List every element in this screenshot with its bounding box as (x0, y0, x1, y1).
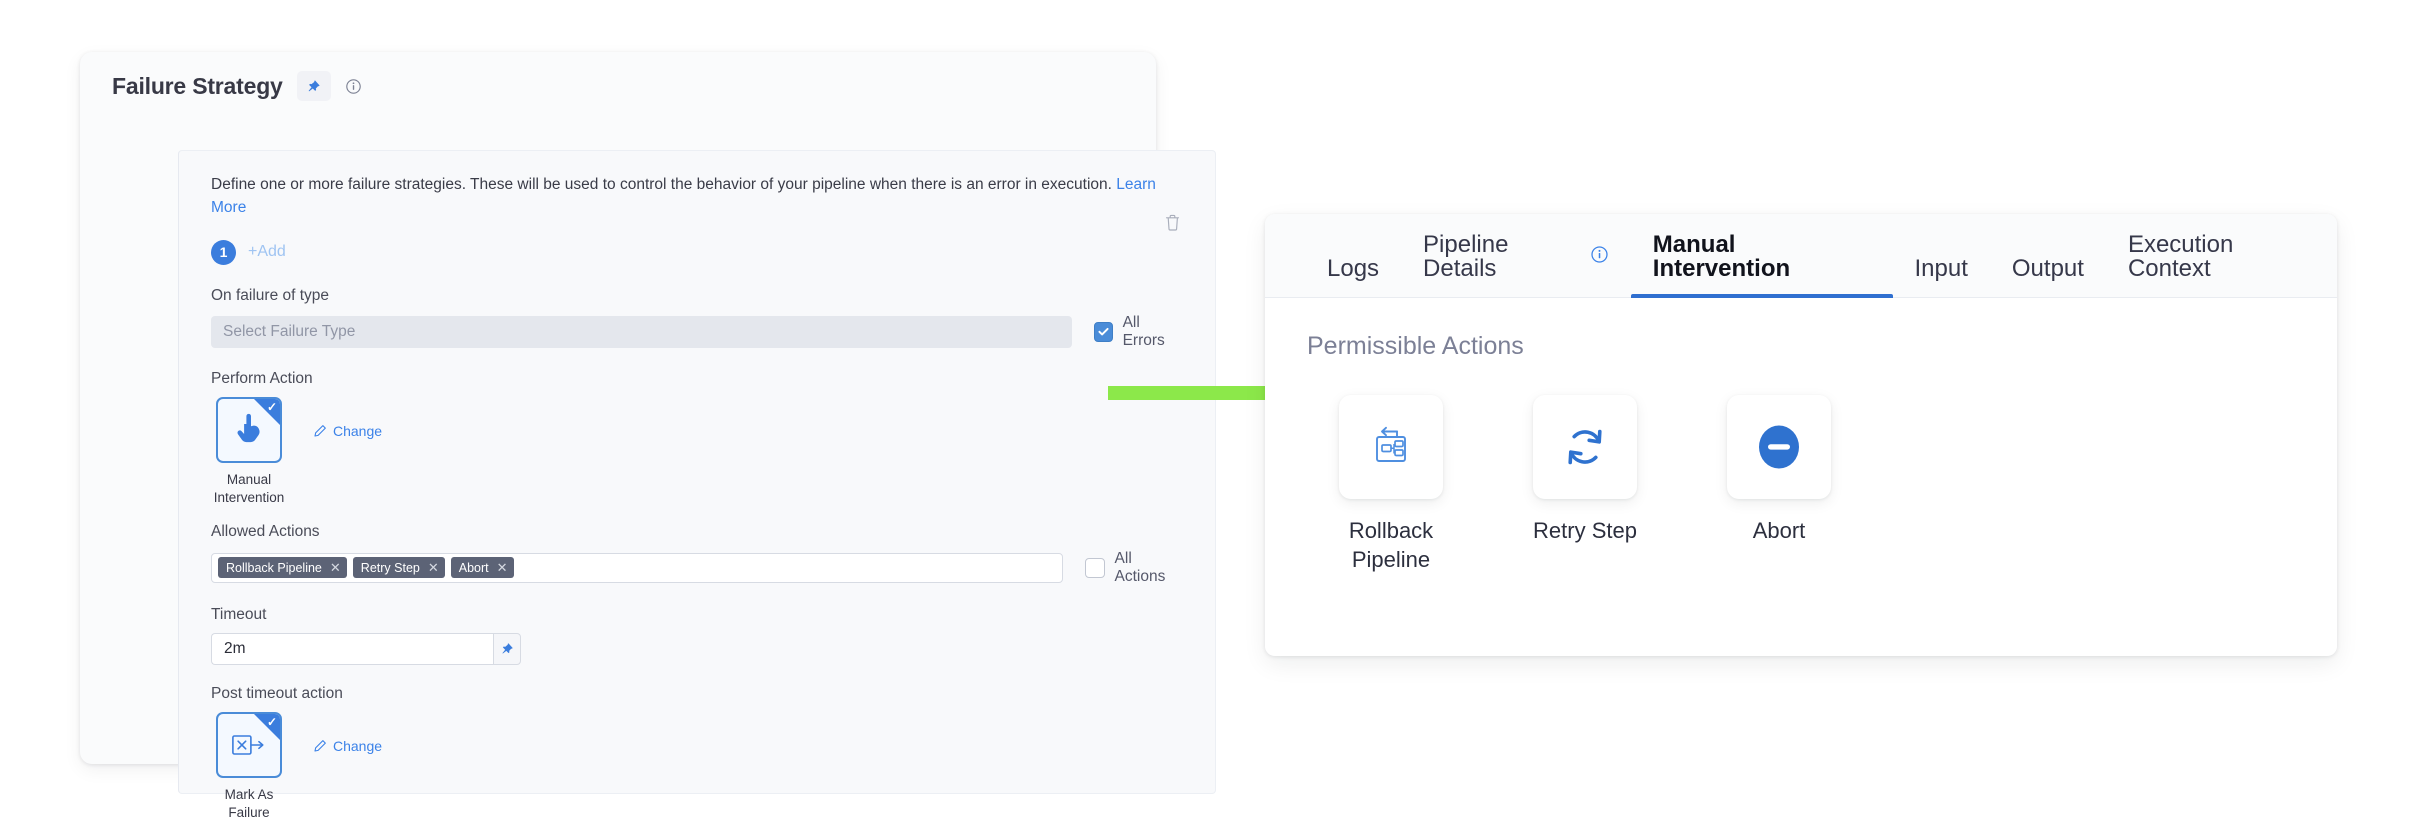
tab-label: Output (2011, 255, 2084, 282)
add-strategy-button[interactable]: +Add (248, 243, 286, 260)
tag-item[interactable]: Retry Step ✕ (352, 557, 445, 579)
abort-icon (1759, 425, 1799, 469)
post-timeout-block: ✓ Mark As Failure (211, 711, 1183, 822)
perform-action-block: ✓ Manual Intervention Change (211, 396, 1183, 507)
allowed-actions-row: Rollback Pipeline ✕ Retry Step ✕ Abort ✕ (211, 550, 1183, 586)
tab-input[interactable]: Input (1893, 257, 1990, 297)
on-failure-type-label: On failure of type (211, 286, 330, 304)
details-tabs: Logs Pipeline Details Manual Interventio… (1265, 214, 2337, 298)
pointing-hand-icon (237, 413, 260, 442)
permissible-action-retry-step[interactable]: Retry Step (1533, 395, 1637, 574)
all-errors-label: All Errors (1122, 313, 1165, 349)
perform-action-name: Manual Intervention (213, 471, 285, 505)
change-perform-action-button[interactable]: Change (313, 423, 382, 439)
timeout-row (211, 632, 521, 665)
green-arrow-right-icon (1108, 377, 1324, 409)
failure-type-row: All Errors (211, 314, 1183, 350)
all-actions-checkbox[interactable]: All Actions (1085, 550, 1183, 586)
all-actions-checkbox-box[interactable] (1085, 557, 1105, 578)
all-errors-checkbox-box[interactable] (1093, 321, 1113, 342)
post-timeout-action-label: Post timeout action (211, 684, 343, 702)
description-main: Define one or more failure strategies. T… (211, 176, 1112, 193)
permissible-actions-title: Permissible Actions (1307, 332, 1524, 360)
failure-strategy-body: Define one or more failure strategies. T… (178, 150, 1216, 820)
check-icon: ✓ (266, 399, 277, 414)
permissible-action-label: Retry Step (1533, 518, 1637, 543)
allowed-actions-label: Allowed Actions (211, 522, 320, 540)
tab-label: Pipeline Details (1423, 231, 1509, 282)
retry-icon (1568, 429, 1602, 465)
description-text: Define one or more failure strategies. T… (211, 173, 1183, 220)
change-post-timeout-button[interactable]: Change (313, 738, 382, 754)
permissible-action-label: Rollback Pipeline (1348, 518, 1434, 572)
manual-intervention-card[interactable]: ✓ (216, 396, 282, 463)
selected-corner (254, 398, 280, 425)
tag-label: Rollback Pipeline (226, 560, 322, 575)
info-icon[interactable] (1590, 245, 1609, 269)
manual-intervention-content: Permissible Actions (1265, 298, 2337, 655)
tab-pipeline-details[interactable]: Pipeline Details (1401, 233, 1631, 297)
timeout-pin-icon[interactable] (493, 632, 521, 665)
failure-strategy-panel: Failure Strategy Define one or more fail… (80, 52, 1216, 820)
abort-button[interactable] (1727, 395, 1831, 499)
perform-action-card[interactable]: ✓ Manual Intervention (211, 396, 287, 507)
strategy-row: 1 +Add (211, 239, 1183, 265)
permissible-action-rollback-pipeline[interactable]: Rollback Pipeline (1339, 395, 1443, 574)
failure-strategy-header: Failure Strategy (80, 52, 1156, 101)
perform-action-label: Perform Action (211, 369, 313, 387)
post-timeout-action-name: Mark As Failure (224, 786, 274, 821)
check-icon: ✓ (266, 714, 277, 729)
pencil-icon (314, 740, 326, 752)
tag-item[interactable]: Rollback Pipeline ✕ (218, 557, 347, 579)
tab-output[interactable]: Output (1990, 257, 2106, 297)
rollback-pipeline-button[interactable] (1339, 395, 1443, 499)
all-errors-checkbox[interactable]: All Errors (1093, 313, 1184, 350)
retry-step-button[interactable] (1533, 395, 1637, 499)
tag-label: Abort (458, 560, 489, 575)
trash-icon[interactable] (1164, 213, 1181, 237)
post-timeout-card[interactable]: ✓ Mark As Failure (211, 711, 287, 822)
all-actions-label: All Actions (1114, 549, 1166, 585)
change-label: Change (333, 422, 383, 439)
change-label: Change (333, 737, 383, 754)
strategy-index-badge[interactable]: 1 (211, 239, 236, 265)
mark-as-failure-card[interactable]: ✓ (216, 711, 282, 778)
permissible-action-abort[interactable]: Abort (1727, 395, 1831, 574)
tag-item[interactable]: Abort ✕ (450, 557, 514, 579)
tab-label: Logs (1327, 255, 1380, 282)
pencil-icon (314, 424, 326, 437)
tab-manual-intervention[interactable]: Manual Intervention (1630, 231, 1893, 298)
rollback-pipeline-icon (1376, 426, 1406, 462)
allowed-actions-input[interactable]: Rollback Pipeline ✕ Retry Step ✕ Abort ✕ (211, 552, 1064, 583)
mark-as-failure-icon (232, 735, 264, 755)
tab-label: Execution Context (2127, 231, 2234, 282)
permissible-action-label: Abort (1752, 518, 1806, 543)
timeout-input[interactable] (211, 632, 493, 665)
timeout-label: Timeout (211, 605, 267, 623)
tab-logs[interactable]: Logs (1305, 257, 1401, 297)
tag-label: Retry Step (360, 560, 420, 575)
learn-more-link[interactable]: Learn More (211, 176, 1156, 217)
tag-remove-icon[interactable]: ✕ (427, 560, 439, 576)
tag-remove-icon[interactable]: ✕ (329, 560, 341, 576)
selected-corner (254, 713, 280, 740)
tag-remove-icon[interactable]: ✕ (496, 560, 508, 576)
failure-type-select[interactable] (211, 315, 1072, 348)
execution-details-panel: Logs Pipeline Details Manual Interventio… (1265, 214, 2337, 656)
tab-label: Manual Intervention (1652, 231, 1791, 282)
tab-label: Input (1914, 255, 1968, 282)
permissible-actions-list: Rollback Pipeline Retry Step (1307, 395, 2337, 574)
tab-execution-context[interactable]: Execution Context (2106, 233, 2337, 297)
page-title: Failure Strategy (112, 72, 283, 99)
info-icon[interactable] (345, 78, 362, 95)
pin-icon[interactable] (296, 71, 331, 101)
